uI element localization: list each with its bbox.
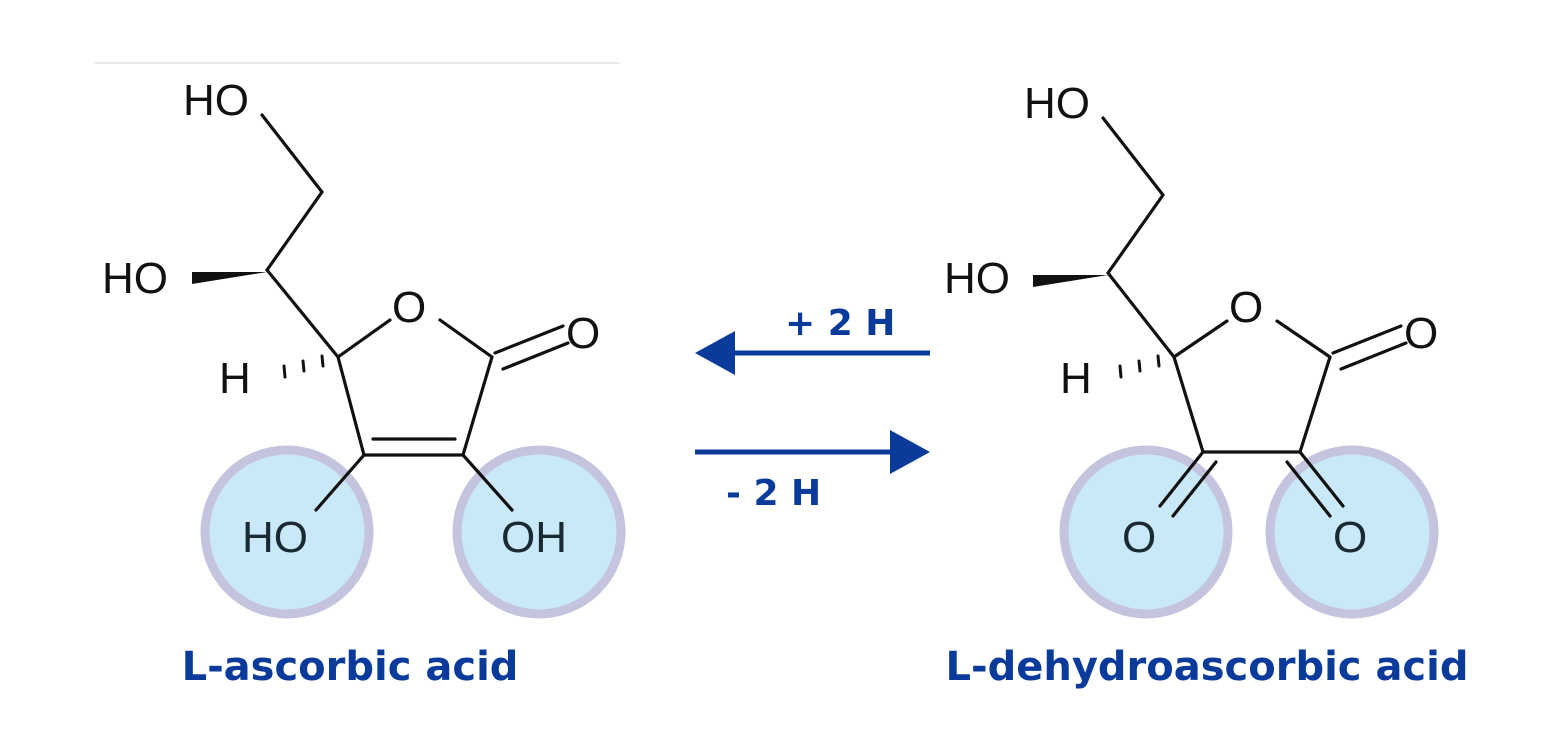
wedge-bond	[1033, 275, 1108, 287]
atom-carbonyl-oxygen: O	[566, 309, 600, 358]
atom-highlight-right-hydroxyl: OH	[501, 513, 567, 562]
bonds	[1101, 116, 1408, 518]
atom-top-hydroxyl: HO	[1024, 79, 1090, 128]
hash-bond	[282, 354, 325, 379]
highlight-circle-right-hydroxyl	[452, 445, 626, 619]
atom-hydrogen: H	[219, 354, 251, 403]
atom-ring-oxygen: O	[392, 283, 426, 332]
highlight-circle-left-hydroxyl	[200, 445, 374, 619]
reverse-arrow-head	[695, 331, 735, 375]
atom-highlight-right-carbonyl: O	[1333, 513, 1367, 562]
molecule-dehydroascorbic-acid: HO HO H O O O O L-dehydroascorbic acid	[944, 79, 1469, 690]
atom-highlight-left-hydroxyl: HO	[242, 513, 308, 562]
molecule-name-ascorbic-acid: L-ascorbic acid	[182, 644, 519, 690]
highlight-circle-left-carbonyl	[1059, 445, 1233, 619]
bonds	[260, 113, 570, 512]
molecule-name-dehydroascorbic-acid: L-dehydroascorbic acid	[946, 644, 1469, 690]
atom-carbonyl-oxygen: O	[1404, 309, 1438, 358]
molecule-ascorbic-acid: HO HO H O O HO OH L-ascorbic acid	[102, 76, 626, 690]
forward-arrow-head	[890, 430, 930, 474]
atom-highlight-left-carbonyl: O	[1122, 513, 1156, 562]
reaction-arrows: + 2 H - 2 H	[695, 303, 930, 514]
atom-side-hydroxyl: HO	[944, 254, 1010, 303]
atom-top-hydroxyl: HO	[183, 76, 249, 125]
atom-ring-oxygen: O	[1229, 283, 1263, 332]
wedge-bond	[192, 272, 267, 284]
forward-arrow-label: - 2 H	[726, 473, 821, 514]
hash-bond	[1118, 354, 1161, 379]
atom-side-hydroxyl: HO	[102, 254, 168, 303]
reverse-arrow-label: + 2 H	[785, 303, 895, 344]
atom-hydrogen: H	[1060, 354, 1092, 403]
